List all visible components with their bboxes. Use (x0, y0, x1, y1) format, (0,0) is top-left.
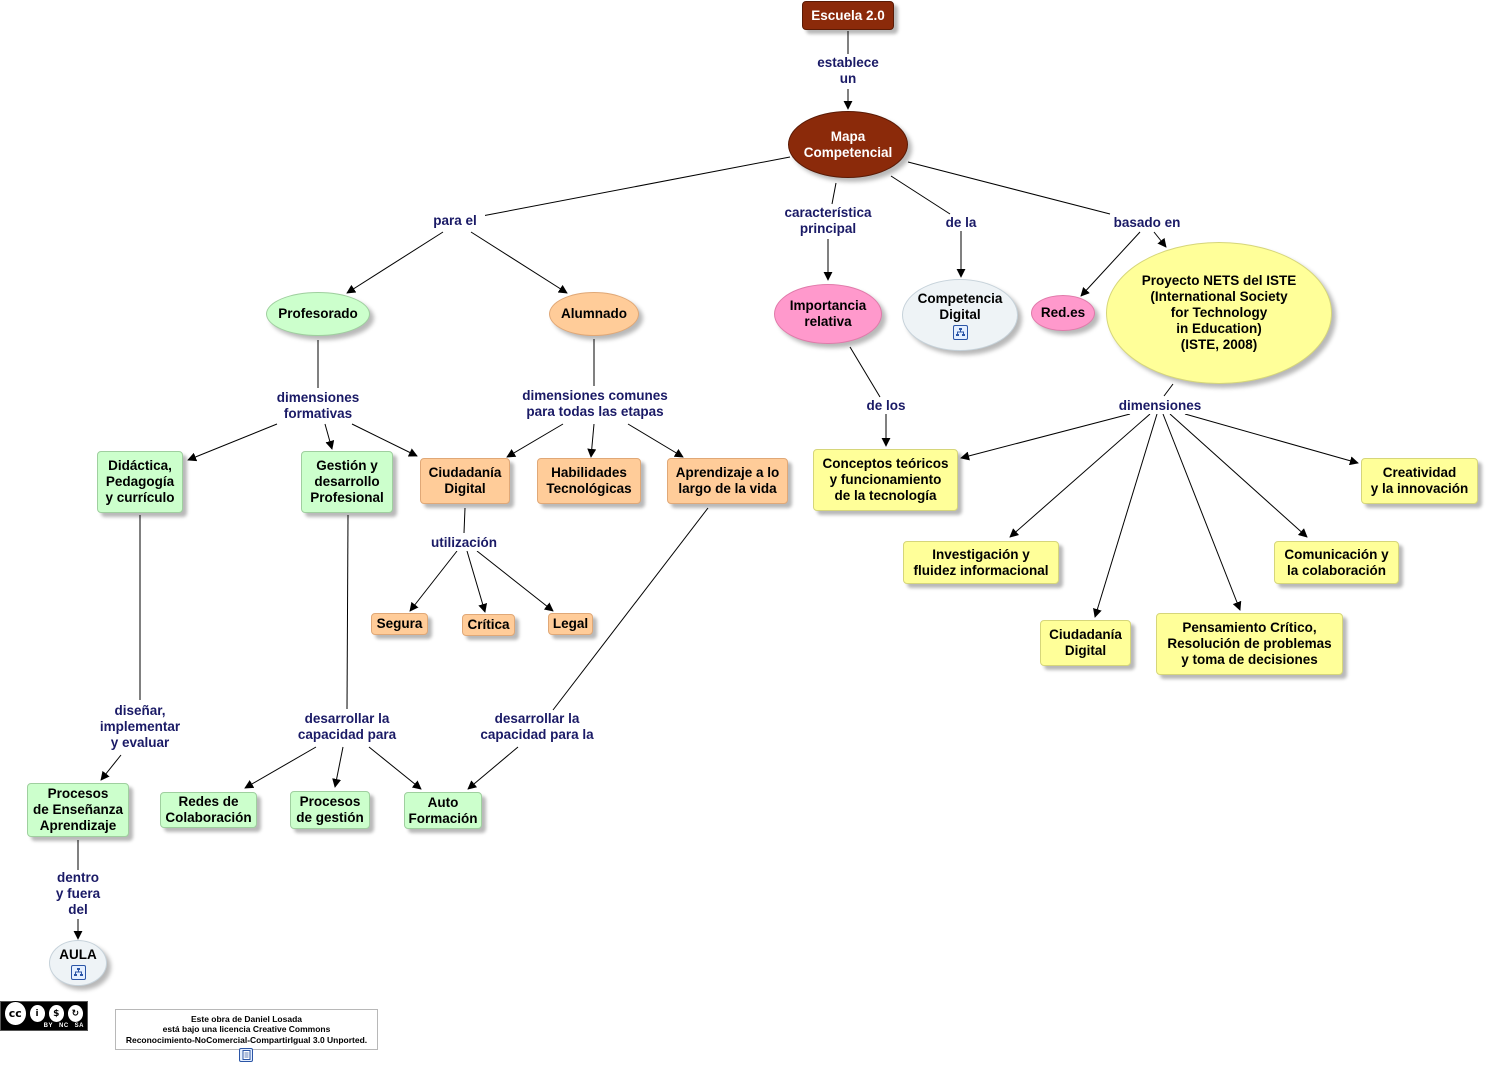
license-note: Este obra de Daniel Losada está bajo una… (115, 1009, 378, 1050)
node-segura[interactable]: Segura (371, 613, 428, 635)
node-creatividad[interactable]: Creatividad y la innovación (1361, 458, 1478, 504)
node-didactica[interactable]: Didáctica, Pedagogía y currículo (97, 451, 183, 513)
node-escuela[interactable]: Escuela 2.0 (802, 1, 894, 30)
node-auto-formacion[interactable]: Auto Formación (404, 792, 482, 829)
by-icon: i (28, 1004, 46, 1023)
license-line-1: Este obra de Daniel Losada (190, 1013, 302, 1024)
node-ciudadania-digital[interactable]: Ciudadanía Digital (420, 458, 510, 504)
creative-commons-logo[interactable]: cc i $ ↻ BY NC SA (0, 1001, 88, 1031)
concept-map-icon[interactable] (70, 964, 86, 980)
link-establece: establece un (808, 55, 888, 87)
node-red-es[interactable]: Red.es (1031, 295, 1095, 331)
node-comunicacion[interactable]: Comunicación y la colaboración (1274, 541, 1399, 584)
node-aprendizaje-vida[interactable]: Aprendizaje a lo largo de la vida (667, 458, 788, 504)
link-dentro-fuera: dentro y fuera del (48, 870, 108, 918)
link-de-la: de la (938, 215, 984, 231)
link-dimensiones: dimensiones (1110, 398, 1210, 414)
link-dimensiones-comunes: dimensiones comunes para todas las etapa… (510, 388, 680, 420)
link-dimensiones-formativas: dimensiones formativas (268, 390, 368, 422)
node-legal[interactable]: Legal (548, 613, 593, 635)
license-line-3: Reconocimiento-NoComercial-CompartirIgua… (125, 1034, 368, 1045)
node-gestion-desarrollo[interactable]: Gestión y desarrollo Profesional (301, 451, 393, 513)
node-importancia-relativa[interactable]: Importancia relativa (774, 284, 882, 344)
document-icon[interactable] (239, 1048, 253, 1062)
node-critica[interactable]: Crítica (462, 614, 515, 636)
cc-icon: cc (4, 1001, 27, 1026)
node-competencia-digital-label: Competencia Digital (917, 290, 1003, 322)
node-investigacion[interactable]: Investigación y fluidez informacional (903, 541, 1059, 584)
link-desarrollar-capacidad-la: desarrollar la capacidad para la (467, 711, 607, 743)
link-para-el: para el (425, 213, 485, 229)
license-line-2: está bajo una licencia Creative Commons (162, 1024, 331, 1035)
link-disenar: diseñar, implementar y evaluar (88, 703, 192, 751)
node-habilidades-tecnologicas[interactable]: Habilidades Tecnológicas (537, 458, 641, 504)
link-caracteristica: característica principal (773, 205, 883, 237)
link-utilizacion: utilización (420, 535, 508, 551)
node-conceptos-teoricos[interactable]: Conceptos teóricos y funcionamiento de l… (813, 449, 958, 511)
cc-nc-label: NC (58, 1023, 69, 1029)
node-aula[interactable]: AULA (49, 940, 107, 986)
node-procesos-ensenanza[interactable]: Procesos de Enseñanza Aprendizaje (27, 783, 129, 837)
sa-icon: ↻ (66, 1004, 84, 1023)
node-ciudadania-digital-nets[interactable]: Ciudadanía Digital (1040, 620, 1131, 666)
node-proyecto-nets[interactable]: Proyecto NETS del ISTE (International So… (1106, 242, 1332, 384)
link-desarrollar-capacidad: desarrollar la capacidad para (287, 711, 407, 743)
node-aula-label: AULA (59, 946, 97, 962)
node-procesos-gestion[interactable]: Procesos de gestión (290, 791, 370, 829)
node-competencia-digital[interactable]: Competencia Digital (902, 279, 1018, 351)
node-redes-colaboracion[interactable]: Redes de Colaboración (160, 792, 257, 828)
nc-icon: $ (47, 1004, 65, 1023)
link-de-los: de los (858, 398, 914, 414)
node-alumnado[interactable]: Alumnado (549, 292, 639, 336)
node-mapa-competencial[interactable]: Mapa Competencial (788, 111, 908, 178)
cc-sa-label: SA (74, 1023, 84, 1029)
node-profesorado[interactable]: Profesorado (266, 292, 370, 336)
link-basado-en: basado en (1107, 215, 1187, 231)
concept-map-icon[interactable] (952, 324, 968, 340)
cc-by-label: BY (43, 1023, 53, 1029)
node-pensamiento-critico[interactable]: Pensamiento Crítico, Resolución de probl… (1156, 613, 1343, 675)
